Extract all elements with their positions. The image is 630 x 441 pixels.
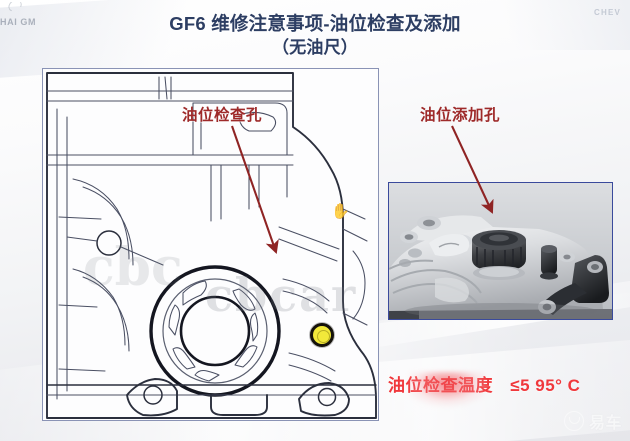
brand-mark-top-right: CHEV: [594, 8, 622, 17]
brand-mark-top-left: HAI GM: [0, 2, 96, 28]
oil-temperature-note: 油位检查温度 ≤5 95° C: [388, 371, 580, 396]
oil-temperature-note-prefix: 油位检查温度: [388, 376, 493, 395]
oil-temperature-note-value: ≤5 95° C: [510, 376, 581, 395]
page-title-line1: GF6 维修注意事项-油位检查及添加: [169, 13, 461, 34]
page-title-line2: （无油尺）: [272, 38, 358, 58]
annotation-oil-check-hole: 油位检查孔: [182, 107, 263, 124]
transmission-photo-panel: [388, 182, 613, 320]
yiche-smile-icon: [563, 411, 584, 431]
diagram-watermark: cbc: [83, 237, 183, 298]
oil-check-plug-marker: [310, 323, 334, 347]
brand-top-left-text: HAI GM: [0, 17, 37, 27]
hand-cursor-icon: ✋: [331, 203, 350, 220]
annotation-oil-fill-hole: 油位添加孔: [420, 107, 501, 124]
transmission-housing-drawing: cbc: [43, 69, 378, 420]
yiche-watermark-text: 易车: [588, 415, 622, 432]
transmission-diagram-panel: cbc ✋: [42, 68, 379, 421]
yiche-watermark-logo: 易车: [563, 409, 622, 433]
transmission-fill-cap-photo: [389, 183, 612, 319]
page-title: GF6 维修注意事项-油位检查及添加 （无油尺）: [0, 12, 630, 58]
